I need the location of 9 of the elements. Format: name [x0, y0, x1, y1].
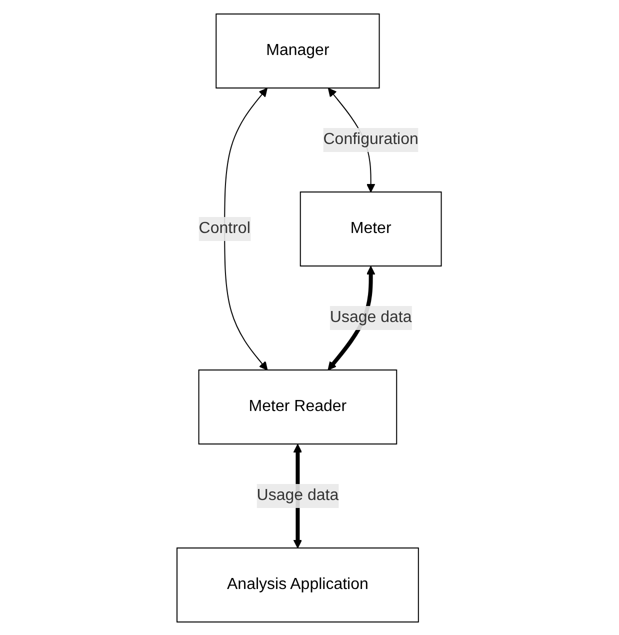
edge-label: Configuration	[324, 130, 419, 148]
node-box: Meter Reader	[198, 369, 398, 444]
arrow	[224, 87, 268, 370]
edge-label: Usage data	[257, 486, 339, 504]
node-box: Meter	[300, 191, 442, 266]
node-box: Analysis Application	[176, 546, 420, 622]
edge-label: Control	[199, 219, 251, 236]
edge-label: Usage data	[330, 308, 412, 326]
node-box: Manager	[216, 13, 380, 88]
